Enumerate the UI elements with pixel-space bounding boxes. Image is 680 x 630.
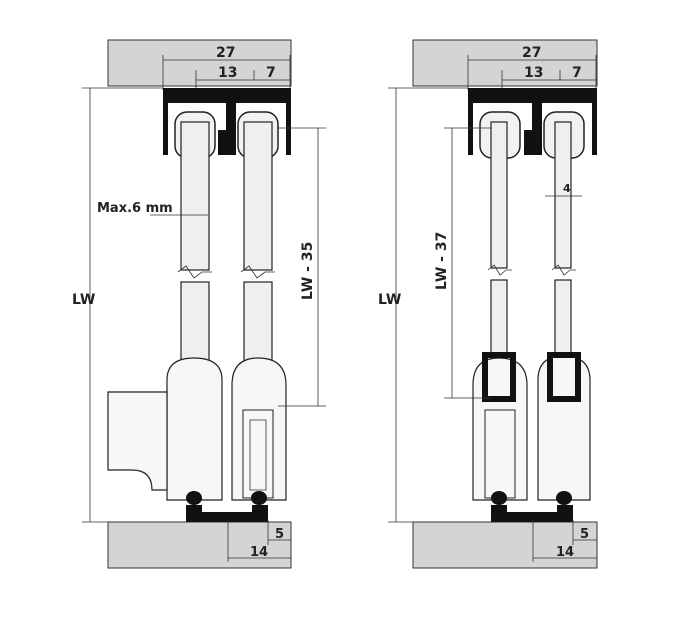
left-height-dimension	[82, 87, 163, 523]
left-floor-dim-large: 14	[250, 545, 268, 560]
right-dim-small: 7	[572, 65, 582, 81]
left-inner-label: LW - 35	[300, 242, 316, 300]
right-ceiling-slab	[412, 39, 598, 87]
left-height-label: LW	[72, 292, 95, 308]
right-drawing: 27 13 7 LW 4	[378, 39, 598, 569]
left-break-1	[177, 265, 212, 279]
right-floor-dimensions	[532, 520, 598, 562]
right-top-track	[468, 88, 597, 155]
right-break-1	[487, 264, 512, 276]
left-dim-mid: 13	[218, 65, 237, 81]
right-break-2	[551, 264, 576, 276]
right-bottom-rail	[491, 505, 573, 522]
right-floor-dim-large: 14	[556, 545, 574, 560]
right-panel-2-upper	[554, 121, 572, 269]
left-carriage-2-inner	[249, 419, 267, 491]
left-drawing: 27 13 7 LW	[72, 39, 326, 569]
left-side-bracket	[107, 391, 168, 491]
right-floor-dim-small: 5	[580, 527, 589, 542]
right-glazing-clip-2	[547, 352, 581, 402]
left-bottom-carriage-1	[166, 357, 223, 501]
right-panel-1-upper	[490, 121, 508, 269]
left-ceiling-slab	[107, 39, 292, 87]
left-track-rib	[218, 130, 236, 155]
left-floor-dimensions	[227, 520, 292, 562]
left-floor-slab	[107, 521, 292, 569]
right-wheel-1	[491, 491, 507, 505]
left-inner-dimension	[278, 127, 326, 407]
left-wheel-2	[251, 491, 267, 505]
right-bottom-carriage-2	[537, 355, 591, 501]
right-dim-total: 27	[522, 45, 541, 61]
left-bottom-carriage-2	[231, 357, 287, 501]
right-wheel-2	[556, 491, 572, 505]
left-top-dimensions	[162, 55, 291, 90]
right-height-label: LW	[378, 292, 401, 308]
right-inner-dimension	[444, 127, 492, 399]
left-panel-1-upper	[180, 121, 210, 271]
left-wheel-1	[186, 491, 202, 505]
right-glazing-clip-1	[482, 352, 516, 402]
right-track-rib	[524, 130, 542, 155]
left-max-label: Max.6 mm	[97, 201, 173, 216]
left-dim-small: 7	[266, 65, 276, 81]
left-break-2	[240, 265, 275, 279]
right-dim-mid: 13	[524, 65, 543, 81]
right-top-dimensions	[467, 55, 597, 90]
right-inner-label: LW - 37	[434, 232, 450, 290]
left-dim-total: 27	[216, 45, 235, 61]
left-panel-2-upper	[243, 121, 273, 271]
right-thickness-label: 4	[563, 182, 571, 195]
left-bottom-rail	[186, 505, 268, 522]
left-top-track	[163, 88, 291, 155]
right-bottom-carriage-1	[472, 357, 528, 501]
right-floor-slab	[412, 521, 598, 569]
left-floor-dim-small: 5	[275, 527, 284, 542]
right-height-dimension	[388, 87, 468, 523]
